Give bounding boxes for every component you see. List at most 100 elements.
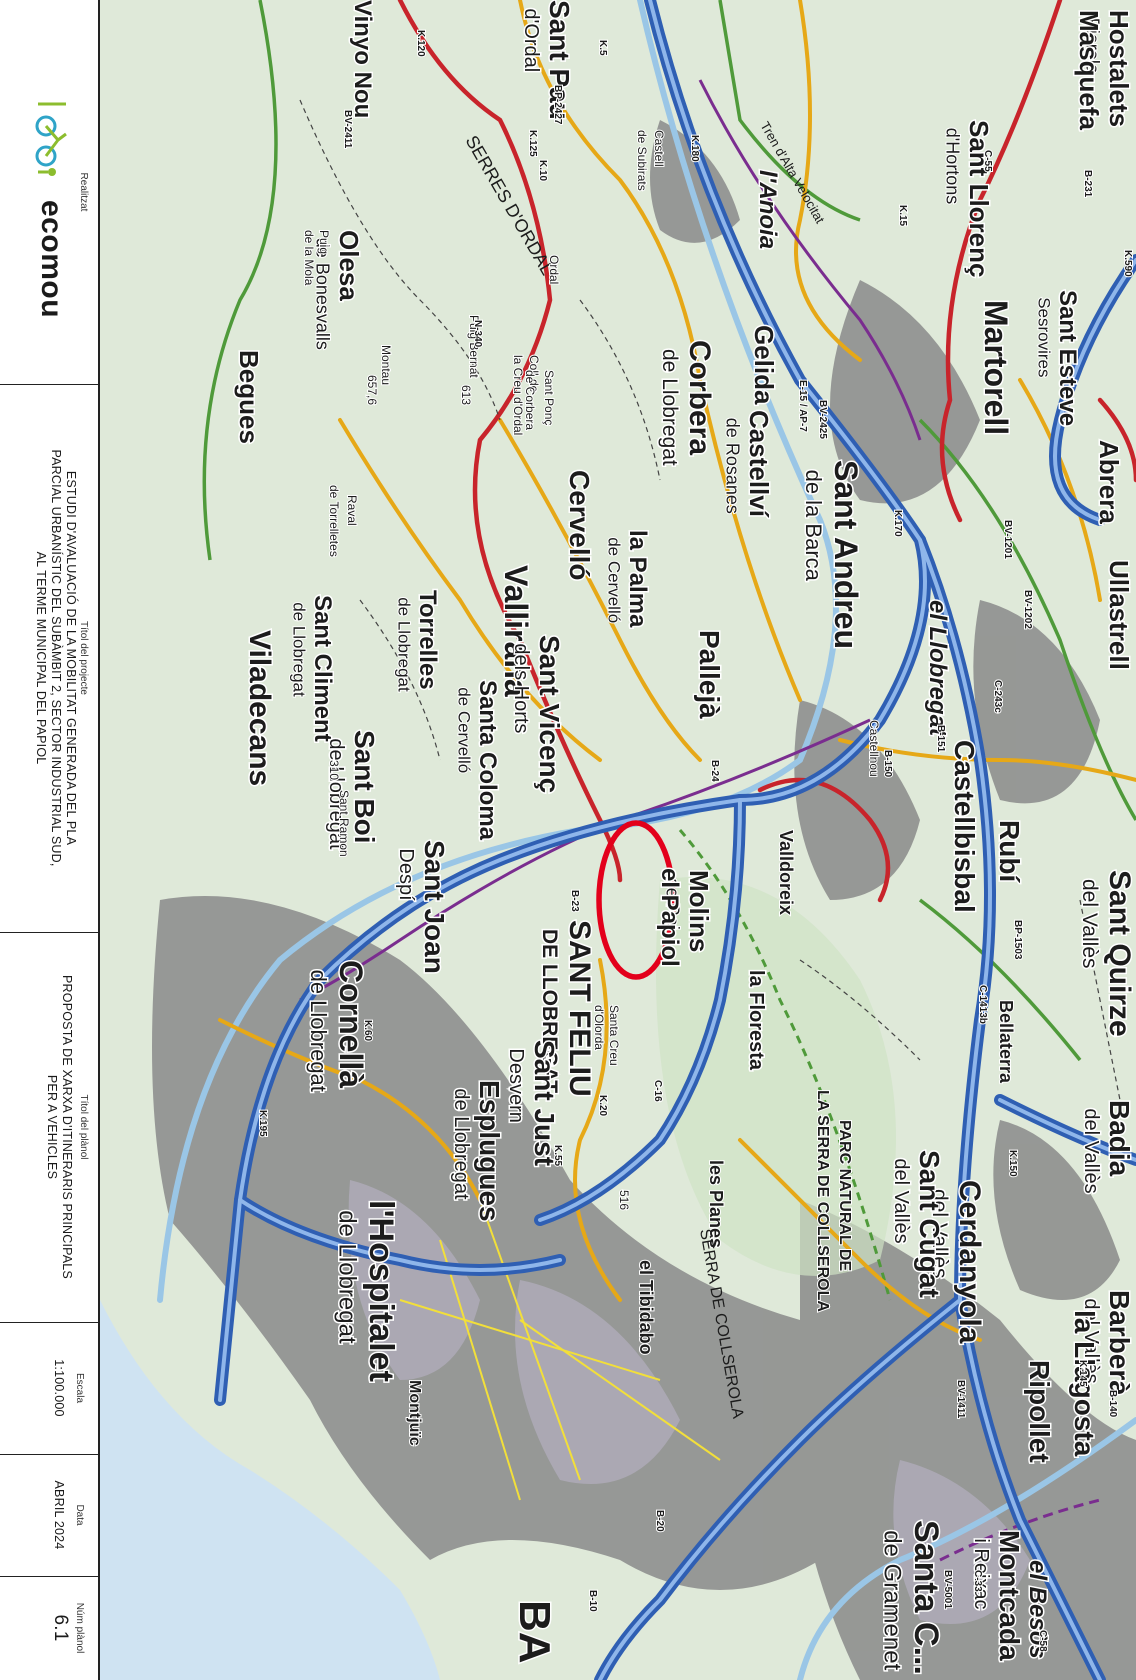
road-label-b-20-4: B-20 <box>654 1510 665 1532</box>
minor-label-6: 657,6 <box>365 375 379 405</box>
title-block: Realitzat ecomou <box>0 0 100 1680</box>
road-label-b-231-36: B-231 <box>1082 170 1093 198</box>
road-label-k-55-25: K.55 <box>552 1145 563 1167</box>
road-label-b-24-2: B-24 <box>709 760 720 782</box>
place-rubi: Rubí <box>994 820 1025 883</box>
road-label-n-340-1: N-340 <box>472 320 483 348</box>
minor-label-20: de la Mola <box>302 230 316 286</box>
place-corbera: Corbera <box>683 340 716 455</box>
road-label-c-243c-9: C-243c <box>992 680 1003 713</box>
place-castellvi-sub: de Rosanes <box>723 418 743 514</box>
minor-label-18: Castellnou <box>867 720 881 777</box>
plan-number-label: Núm plànol <box>74 1602 85 1654</box>
secondary-roads <box>218 0 1136 1342</box>
place-palleja: Pallejà <box>694 630 725 719</box>
road-label-b-10-5: B-10 <box>587 1590 598 1612</box>
road-label-bv-2411-19: BV-2411 <box>342 110 353 149</box>
place-sant-boi-sub: de Llobregat <box>325 738 347 850</box>
project-title-line-3: AL TERME MUNICIPAL DEL PAPIOL <box>34 551 48 765</box>
place-santa-c: Santa C... <box>907 1520 945 1675</box>
road-label-b-151-11: B-151 <box>935 725 946 753</box>
place-badia-sub: del Vallès <box>1080 1108 1102 1193</box>
urban-core <box>348 1180 1030 1624</box>
date-label: Data <box>74 1504 85 1526</box>
ecomou-logo <box>22 96 82 336</box>
place-castellvi: Castellví <box>744 410 774 518</box>
minor-label-1: Coll de <box>527 355 541 393</box>
scale-cell: Escala 1:100.000 <box>0 1322 98 1455</box>
place-cerdanyola: Cerdanyola <box>953 1180 986 1344</box>
road-label-k-195-29: K.195 <box>257 1110 268 1137</box>
minor-label-12: de Subirats <box>635 130 649 191</box>
place-masquefa: Masquefa <box>1074 10 1104 130</box>
road-label-bp-1503-12: BP-1503 <box>1012 920 1023 960</box>
place-santa-c-sub: de Gramenet <box>878 1530 905 1670</box>
road-label-k-10-22: K.10 <box>537 160 548 182</box>
road-label-b-150-10: B-150 <box>882 750 893 778</box>
place-martorell: Martorell <box>978 300 1014 435</box>
road-label-c-33-15: C-33 <box>972 1570 983 1592</box>
place-castellbisbal: Castellbisbal <box>949 740 980 913</box>
place-sant-just: Sant Just <box>529 1040 560 1166</box>
minor-label-17: 310 <box>327 760 341 780</box>
place-ba: BA <box>510 1600 559 1664</box>
plan-title-label: Títol del plànol <box>78 1094 89 1160</box>
place-montjuic: Montjuïc <box>406 1380 423 1446</box>
road-label-k-120-27: K.120 <box>415 30 426 57</box>
place-cervello: Cervelló <box>564 470 595 581</box>
minor-label-8: de Torrelletes <box>327 485 341 557</box>
place-montcada-sub: i Reixac <box>970 1538 992 1609</box>
road-label-bv-1202-8: BV-1202 <box>1022 590 1033 629</box>
minor-label-16: Sant Ramon <box>337 790 351 857</box>
place-bellaterra: Bellaterra <box>996 1000 1016 1084</box>
place-ullastrell: Ullastrell <box>1104 560 1134 670</box>
primary-roads <box>397 0 1136 903</box>
road-label-bv-5001-16: BV-5001 <box>942 1570 953 1609</box>
place-sant-quirze: Sant Quirze <box>1103 870 1136 1037</box>
road-label-c-16-6: C-16 <box>652 1080 663 1102</box>
minor-label-0: Ordal <box>547 255 561 284</box>
plan-number-cell: Núm plànol 6.1 <box>0 1576 98 1680</box>
road-label-k-170-31: K.170 <box>892 510 903 537</box>
papiol-highlight-ellipse[interactable] <box>596 820 676 980</box>
place-sant-feliu-sub: DE LLOBREGAT <box>538 929 561 1093</box>
place-torrelles: Torrelles <box>414 590 441 690</box>
place-abrera: Abrera <box>1094 440 1124 524</box>
place-sant-cugat: Sant Cugat <box>914 1150 945 1298</box>
plan-title-line-2: PER A VEHICLES <box>45 1074 59 1180</box>
place-santa-coloma: Santa Coloma <box>474 680 501 841</box>
road-label-c-58-14: C-58 <box>1037 1630 1048 1652</box>
place-molins: Molins <box>684 870 714 952</box>
place-sant-vicenc: Sant Vicenç <box>534 635 565 793</box>
place-la-palma-sub: de Cervelló <box>604 537 623 623</box>
logo-text: ecomou <box>35 200 68 319</box>
place-sant-llorenc: Sant Llorenç <box>964 120 994 277</box>
project-title-cell: Títol del projecte ESTUDI D'AVALUACIÓ DE… <box>0 384 98 933</box>
place-la-palma: la Palma <box>624 530 651 628</box>
place-corbera-sub: de Llobregat <box>658 349 681 466</box>
place-montcada: Montcada <box>994 1530 1025 1661</box>
place-sant-cugat-sub: del Vallès <box>890 1158 912 1243</box>
minor-label-5: Montau <box>379 345 393 385</box>
road-label-bv-1411-17: BV-1411 <box>955 1380 966 1419</box>
place-hostalets: Hostalets <box>1104 10 1134 127</box>
road-label-k-180-30: K.180 <box>689 135 700 162</box>
road-label-k-145-33: K.145 <box>1077 1360 1088 1387</box>
place-sant-pau: Sant Pau <box>544 0 575 120</box>
park-label-2: LA SERRA DE COLLSEROLA <box>814 1090 831 1312</box>
road-label-k-15-23: K.15 <box>897 205 908 227</box>
city-streets <box>399 1199 721 1501</box>
place-sant-joan: Sant Joan <box>419 840 450 974</box>
place-sant-andreu: Sant Andreu <box>828 460 864 649</box>
place-barbera: Barberà <box>1104 1290 1135 1396</box>
minor-label-10: de Corbera <box>523 370 537 430</box>
realitzat-cell: Realitzat ecomou <box>0 0 98 385</box>
place-sant-pau-sub: d'Ordal <box>520 8 542 72</box>
minor-label-4: 613 <box>459 385 473 405</box>
place-sant-feliu: SANT FELIU <box>563 920 596 1097</box>
place-esplugues-sub: de Llobregat <box>450 1088 472 1200</box>
place-sant-boi: Sant Boi <box>349 730 380 844</box>
